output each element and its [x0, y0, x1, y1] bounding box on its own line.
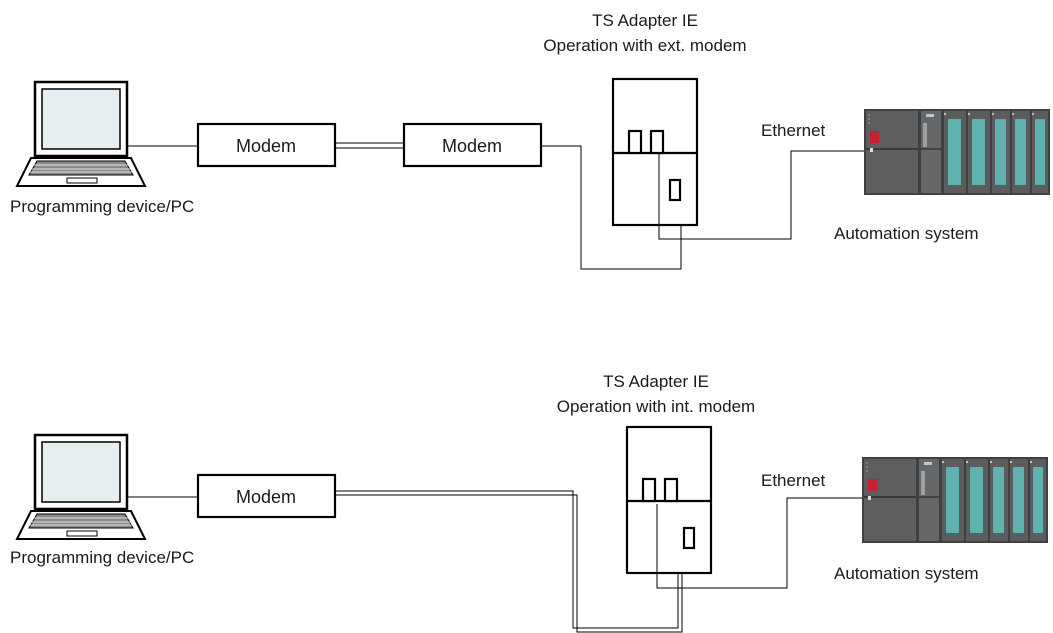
plc-icon-bottom	[861, 456, 1049, 544]
ts-adapter-top	[611, 77, 699, 227]
phone-line-bottom-inner	[335, 494, 683, 633]
plc-icon-top	[863, 108, 1051, 196]
modem-box-right	[402, 122, 543, 168]
adapter-title-bottom: TS Adapter IE	[603, 372, 709, 391]
automation-label-bottom: Automation system	[834, 564, 979, 583]
diagram-ext-modem: TS Adapter IE Operation with ext. modem …	[10, 11, 1051, 270]
adapter-subtitle-bottom: Operation with int. modem	[557, 397, 755, 416]
pc-label-top: Programming device/PC	[10, 197, 194, 216]
modem-label-right: Modem	[442, 136, 502, 156]
laptop-icon	[15, 433, 147, 541]
laptop-icon	[15, 80, 147, 188]
ethernet-label-bottom: Ethernet	[761, 471, 826, 490]
adapter-title-top: TS Adapter IE	[592, 11, 698, 30]
diagram-int-modem: TS Adapter IE Operation with int. modem …	[10, 372, 1049, 633]
automation-label-top: Automation system	[834, 224, 979, 243]
ethernet-cable-top	[658, 150, 869, 240]
ethernet-cable-bottom	[656, 497, 868, 589]
modem-box-left	[196, 122, 337, 168]
pc-label-bottom: Programming device/PC	[10, 548, 194, 567]
serial-cable-top	[541, 145, 682, 270]
ts-adapter-bottom	[625, 425, 713, 575]
modem-label-bottom: Modem	[236, 487, 296, 507]
ethernet-label-top: Ethernet	[761, 121, 826, 140]
adapter-subtitle-top: Operation with ext. modem	[543, 36, 746, 55]
phone-line-bottom-outer	[335, 490, 679, 629]
modem-label-left: Modem	[236, 136, 296, 156]
modem-box-bottom	[196, 473, 337, 519]
